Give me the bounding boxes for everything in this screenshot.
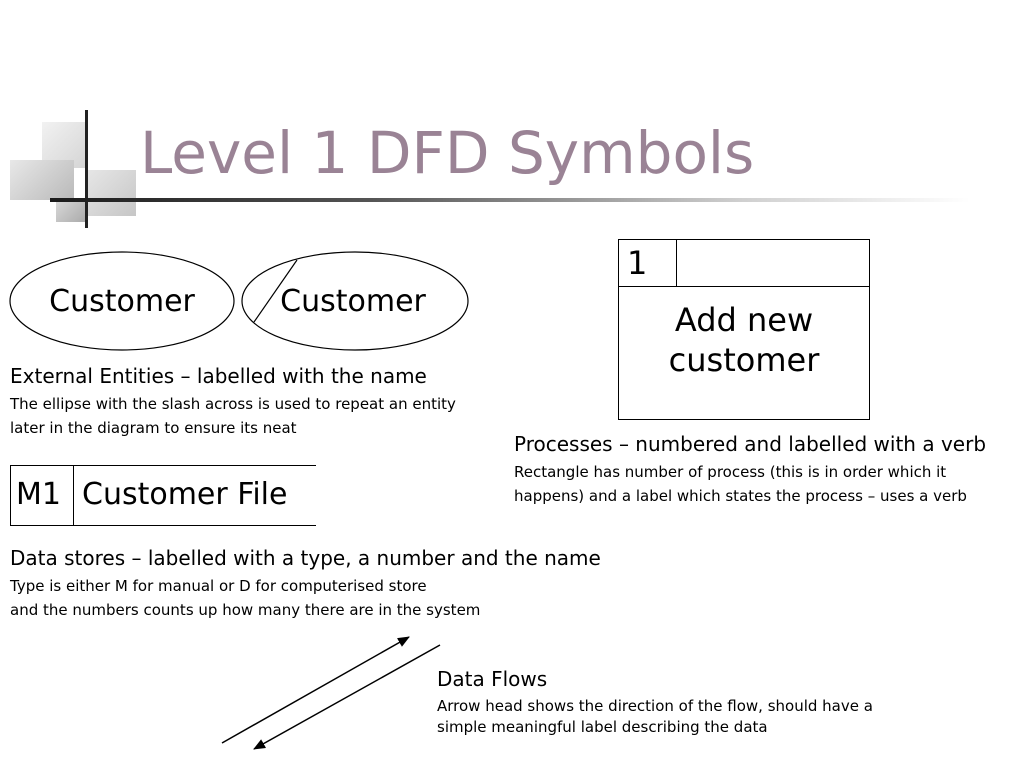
deco-vertical-line [85, 110, 88, 228]
dataflow-heading: Data Flows [437, 667, 548, 691]
dataflow-desc-line2: simple meaningful label describing the d… [437, 718, 768, 736]
deco-square [88, 170, 136, 216]
store-bottom-line [10, 525, 316, 526]
datastore-desc-line1: Type is either M for manual or D for com… [10, 577, 427, 595]
deco-square [10, 160, 74, 200]
datastore-desc-line2: and the numbers counts up how many there… [10, 601, 481, 619]
process-heading: Processes – numbered and labelled with a… [514, 432, 987, 456]
entities-desc-line2: later in the diagram to ensure its neat [10, 419, 297, 437]
datastore-heading: Data stores – labelled with a type, a nu… [10, 546, 601, 570]
deco-square [56, 200, 88, 222]
dataflow-desc-line1: Arrow head shows the direction of the fl… [437, 697, 873, 715]
store-divider [73, 465, 74, 526]
slide-title: Level 1 DFD Symbols [140, 119, 755, 187]
entities-heading: External Entities – labelled with the na… [10, 364, 427, 388]
process-desc-line1: Rectangle has number of process (this is… [514, 463, 947, 481]
external-entity-repeat-ellipse [241, 251, 469, 351]
entities-desc-line1: The ellipse with the slash across is use… [10, 395, 456, 413]
flow-arrow-down [253, 644, 441, 750]
process-label: Add new customer [619, 300, 869, 380]
external-entity-ellipse [9, 251, 235, 351]
process-header: 1 [619, 240, 869, 287]
flow-arrow-up [221, 636, 410, 744]
process-box: 1 Add new customer [618, 239, 870, 420]
repeat-slash [253, 259, 298, 323]
process-desc-line2: happens) and a label which states the pr… [514, 487, 967, 505]
process-label-line1: Add new [674, 301, 814, 339]
entity-label: Customer [49, 284, 195, 319]
process-label-line2: customer [668, 341, 820, 379]
process-number: 1 [619, 240, 677, 286]
store-top-line [10, 465, 316, 466]
entity-repeat-label: Customer [280, 284, 426, 319]
data-store: M1 Customer File [10, 465, 316, 526]
store-name: Customer File [82, 477, 288, 512]
title-underline [50, 198, 970, 202]
store-left-line [10, 465, 11, 526]
store-id: M1 [16, 477, 61, 512]
